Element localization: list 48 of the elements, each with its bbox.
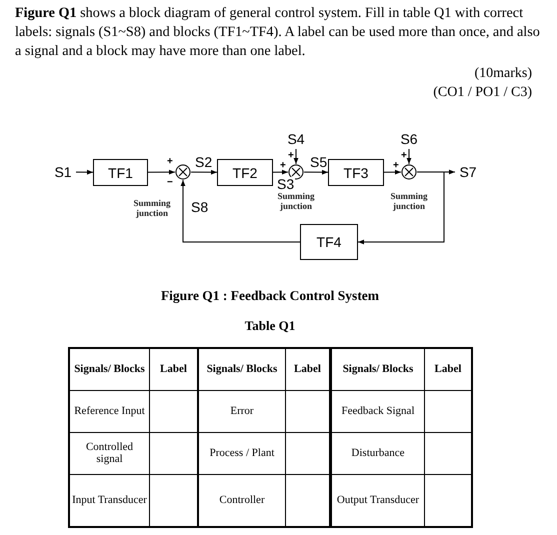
signal-label: S7: [457, 164, 479, 180]
junction-caption: Summing junction: [132, 198, 172, 218]
signal-label: S6: [399, 131, 419, 147]
edge-label: S5: [309, 155, 328, 169]
signal-label: S1: [52, 164, 74, 180]
arrow: [272, 170, 288, 175]
table-cell: Controlled signal: [69, 432, 150, 474]
arrow: [148, 170, 176, 174]
outcome-note: (CO1 / PO1 / C3): [432, 85, 532, 101]
block-box: TF3: [328, 159, 384, 186]
arrow: [358, 172, 444, 244]
block-box: TF1: [93, 159, 148, 186]
table-cell: Reference Input: [69, 390, 150, 432]
table-cell: Error: [198, 390, 286, 432]
block-box: TF4: [300, 224, 358, 260]
arrow: [294, 148, 298, 164]
sign-label: −: [167, 178, 173, 188]
sign-label: +: [393, 161, 399, 171]
column-header: Signals/ Blocks: [198, 348, 286, 390]
edge-label: S3: [276, 177, 296, 191]
instruction-paragraph: Figure Q1 shows a block diagram of general control system. Fill in table Q1 with correct labels: signals (S1~S8) and blocks (TF1~TF4). A label can be used more than once, and also a signal and a block may have more than one label.: [15, 4, 541, 61]
sign-label: +: [167, 157, 173, 167]
junction-caption: Summing junction: [389, 191, 428, 211]
arrow: [76, 170, 94, 175]
marks-note: (10marks): [473, 66, 532, 82]
table-cell: Process / Plant: [198, 432, 286, 474]
table-cell: Feedback Signal: [331, 390, 424, 432]
column-header: Signals/ Blocks: [69, 348, 150, 390]
junction-caption: Summing junction: [276, 191, 316, 211]
sign-label: +: [401, 151, 407, 161]
arrow: [406, 148, 412, 164]
sign-label: +: [288, 151, 294, 161]
sign-label: +: [280, 161, 286, 171]
summing-junction-symbol: [401, 164, 417, 180]
edge-label: S8: [190, 200, 210, 214]
arrow: [304, 170, 328, 175]
column-header: Signals/ Blocks: [331, 348, 424, 390]
table-title: Table Q1: [244, 318, 296, 334]
arrow: [180, 180, 300, 242]
figure-caption: Figure Q1 : Feedback Control System: [160, 288, 380, 304]
summing-junction-symbol: [175, 164, 191, 180]
arrow: [384, 170, 402, 175]
edge-label: S2: [194, 155, 214, 169]
summing-junction-symbol: [288, 164, 304, 180]
arrow: [190, 170, 218, 175]
table-cell: Disturbance: [331, 432, 424, 474]
block-box: TF2: [217, 159, 273, 186]
signal-label: S4: [286, 131, 306, 147]
